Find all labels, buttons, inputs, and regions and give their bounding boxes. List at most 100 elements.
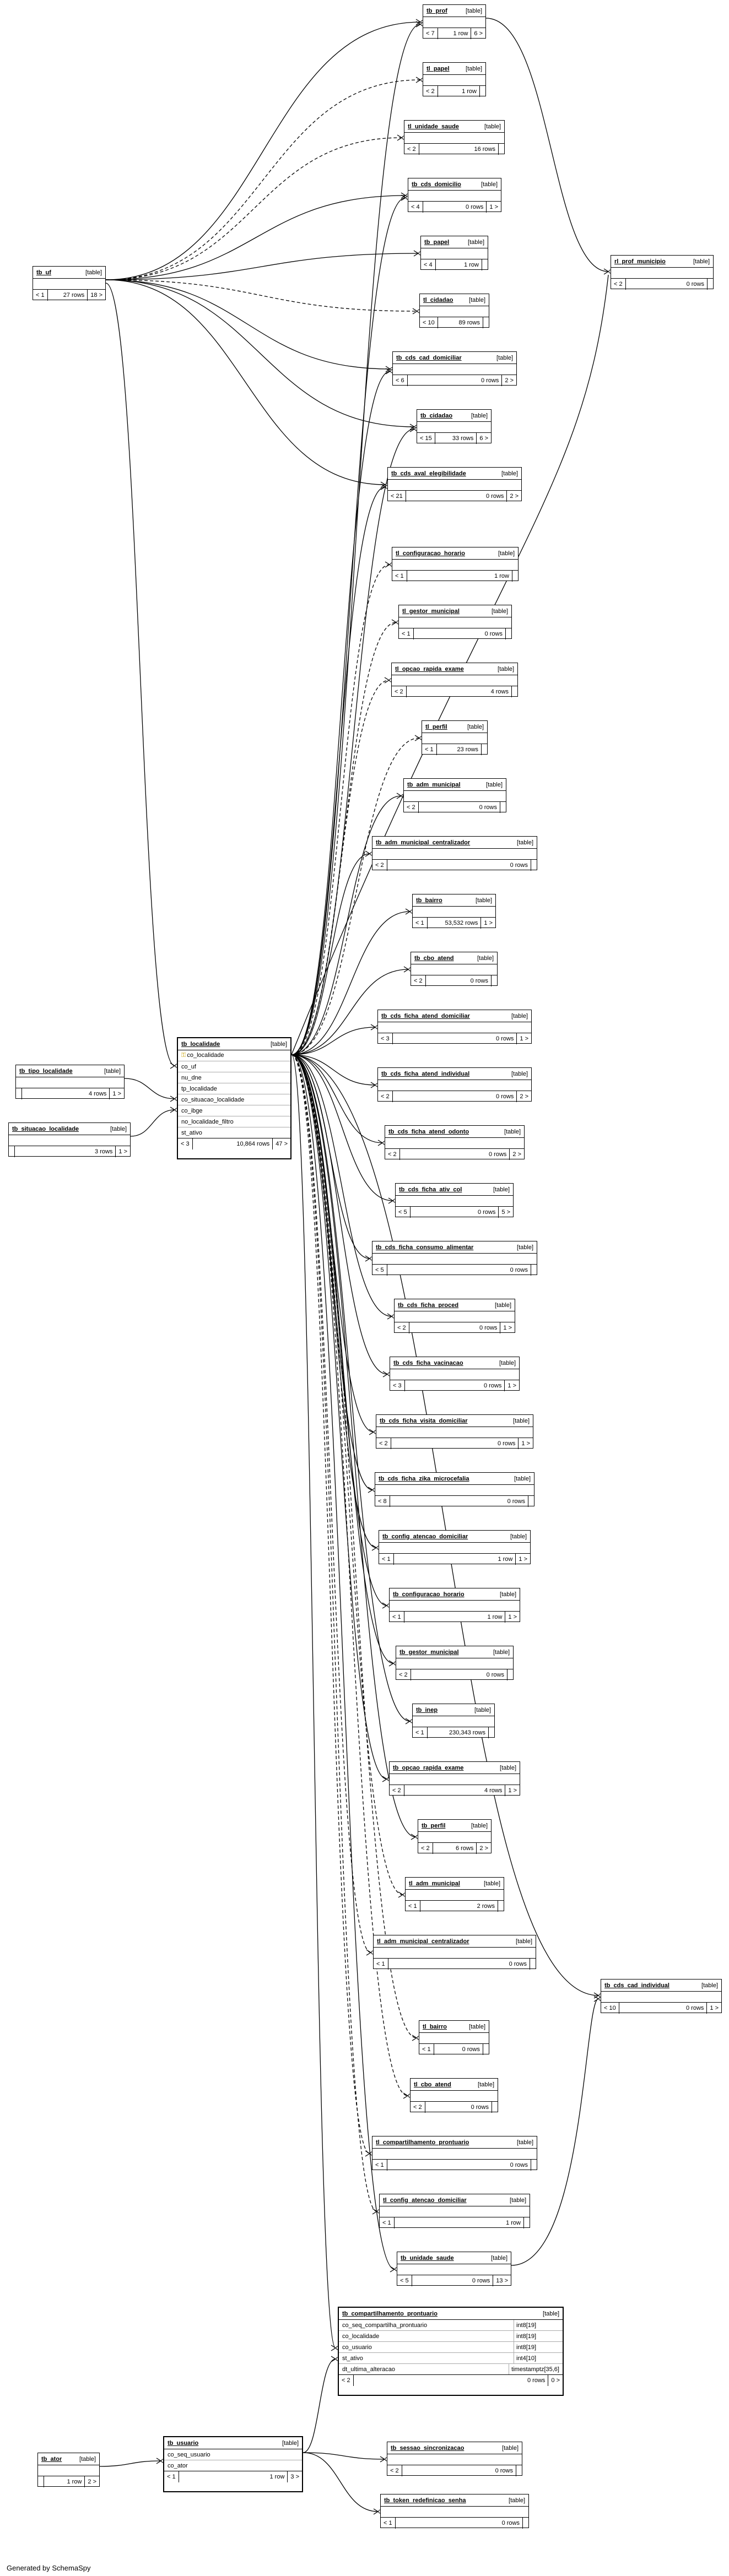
child-count[interactable] bbox=[531, 1265, 537, 1276]
table-name[interactable]: tb_situacao_localidade bbox=[12, 1125, 79, 1132]
table-box[interactable]: tb_cds_ficha_consumo_alimentar[table]< 5… bbox=[372, 1241, 537, 1276]
parent-count[interactable]: < 2 bbox=[385, 1149, 400, 1160]
table-name[interactable]: tb_tipo_localidade bbox=[19, 1067, 73, 1075]
parent-count[interactable]: < 2 bbox=[387, 2465, 402, 2476]
parent-count[interactable]: < 2 bbox=[392, 686, 407, 697]
table-name[interactable]: tb_unidade_saude bbox=[401, 2254, 454, 2262]
parent-count[interactable]: < 2 bbox=[423, 86, 438, 97]
child-count[interactable] bbox=[482, 744, 487, 755]
table-name[interactable]: tl_cbo_atend bbox=[414, 2081, 451, 2088]
table-name[interactable]: tb_cds_ficha_vacinacao bbox=[393, 1359, 463, 1366]
parent-count[interactable]: < 5 bbox=[372, 1265, 387, 1276]
table-name[interactable]: tl_bairro bbox=[423, 2023, 447, 2030]
child-count[interactable]: 1 > bbox=[508, 1614, 517, 1620]
child-count[interactable]: 1 > bbox=[489, 204, 498, 210]
parent-count[interactable]: < 5 bbox=[397, 2275, 412, 2286]
child-count[interactable] bbox=[498, 1901, 504, 1912]
parent-count[interactable]: < 3 bbox=[178, 1138, 193, 1149]
child-count[interactable] bbox=[528, 1496, 534, 1507]
child-count[interactable]: 1 > bbox=[521, 1440, 530, 1447]
parent-count[interactable]: < 21 bbox=[388, 491, 406, 502]
table-name[interactable]: tb_prof bbox=[426, 7, 447, 14]
table-name[interactable]: tb_uf bbox=[36, 269, 51, 276]
table-name[interactable]: tb_cds_ficha_zika_microcefalia bbox=[379, 1475, 469, 1482]
table-name[interactable]: tb_cds_cad_domiciliar bbox=[396, 354, 462, 361]
child-count[interactable]: 1 > bbox=[710, 2005, 719, 2011]
child-count[interactable]: 6 > bbox=[479, 435, 488, 442]
parent-count[interactable]: < 2 bbox=[411, 2102, 425, 2113]
table-name[interactable]: tb_opcao_rapida_exame bbox=[393, 1764, 464, 1771]
table-name[interactable]: tb_cds_aval_elegibilidade bbox=[391, 470, 466, 477]
child-count[interactable] bbox=[523, 2518, 528, 2529]
child-count[interactable]: 1 > bbox=[112, 1091, 121, 1097]
table-box[interactable]: tb_compartilhamento_prontuario[table]co_… bbox=[338, 2307, 564, 2396]
child-count[interactable] bbox=[708, 279, 713, 290]
table-name[interactable]: tl_papel bbox=[426, 65, 450, 72]
child-count[interactable]: 0 > bbox=[551, 2377, 560, 2384]
child-count[interactable] bbox=[500, 802, 506, 813]
child-count[interactable] bbox=[512, 571, 518, 582]
table-box[interactable]: tl_adm_municipal_centralizador[table]< 1… bbox=[373, 1935, 536, 1970]
table-name[interactable]: tb_adm_municipal_centralizador bbox=[376, 839, 471, 846]
table-name[interactable]: tl_opcao_rapida_exame bbox=[395, 665, 464, 673]
child-count[interactable]: 1 > bbox=[118, 1148, 127, 1155]
child-count[interactable]: 2 > bbox=[479, 1845, 488, 1852]
parent-count[interactable]: < 1 bbox=[33, 290, 48, 301]
parent-count[interactable]: < 2 bbox=[390, 1785, 404, 1796]
table-name[interactable]: tl_adm_municipal_centralizador bbox=[377, 1938, 469, 1945]
table-name[interactable]: tb_cds_cad_individual bbox=[604, 1982, 669, 1989]
child-count[interactable] bbox=[516, 2465, 522, 2476]
table-name[interactable]: tl_adm_municipal bbox=[409, 1880, 460, 1887]
parent-count[interactable]: < 1 bbox=[419, 2044, 434, 2055]
table-name[interactable]: tb_papel bbox=[424, 238, 450, 246]
parent-count[interactable] bbox=[9, 1146, 15, 1157]
table-name[interactable]: tb_perfil bbox=[422, 1822, 446, 1829]
child-count[interactable]: 1 > bbox=[519, 1556, 527, 1563]
table-name[interactable]: tb_gestor_municipal bbox=[399, 1648, 459, 1656]
parent-count[interactable]: < 1 bbox=[390, 1612, 404, 1623]
parent-count[interactable]: < 1 bbox=[413, 1727, 428, 1738]
parent-count[interactable]: < 1 bbox=[381, 2518, 396, 2529]
child-count[interactable]: 1 > bbox=[507, 1382, 516, 1389]
child-count[interactable]: 1 > bbox=[503, 1325, 512, 1331]
table-name[interactable]: rl_prof_municipio bbox=[614, 258, 666, 265]
child-count[interactable]: 5 > bbox=[501, 1209, 510, 1216]
table-name[interactable]: tb_inep bbox=[416, 1706, 438, 1713]
table-name[interactable]: tb_cds_domicilio bbox=[412, 181, 461, 188]
parent-count[interactable]: < 2 bbox=[378, 1091, 393, 1102]
child-count[interactable]: 3 > bbox=[290, 2474, 299, 2480]
parent-count[interactable]: < 2 bbox=[418, 1843, 433, 1854]
parent-count[interactable]: < 2 bbox=[411, 975, 426, 986]
parent-count[interactable]: < 2 bbox=[404, 802, 419, 813]
table-name[interactable]: tl_configuracao_horario bbox=[396, 550, 465, 557]
child-count[interactable]: 13 > bbox=[496, 2277, 508, 2284]
child-count[interactable] bbox=[499, 144, 504, 155]
table-name[interactable]: tb_token_redefinicao_senha bbox=[384, 2497, 466, 2504]
child-count[interactable] bbox=[480, 86, 485, 97]
table-name[interactable]: tb_cds_ficha_visita_domiciliar bbox=[380, 1417, 468, 1424]
parent-count[interactable]: < 1 bbox=[406, 1901, 420, 1912]
table-box[interactable]: tb_cds_ficha_zika_microcefalia[table]< 8… bbox=[375, 1472, 534, 1507]
child-count[interactable] bbox=[483, 317, 489, 328]
table-name[interactable]: tb_cidadao bbox=[420, 412, 453, 419]
parent-count[interactable]: < 2 bbox=[396, 1669, 411, 1680]
parent-count[interactable]: < 2 bbox=[611, 279, 626, 290]
table-name[interactable]: tl_unidade_saude bbox=[408, 123, 459, 130]
